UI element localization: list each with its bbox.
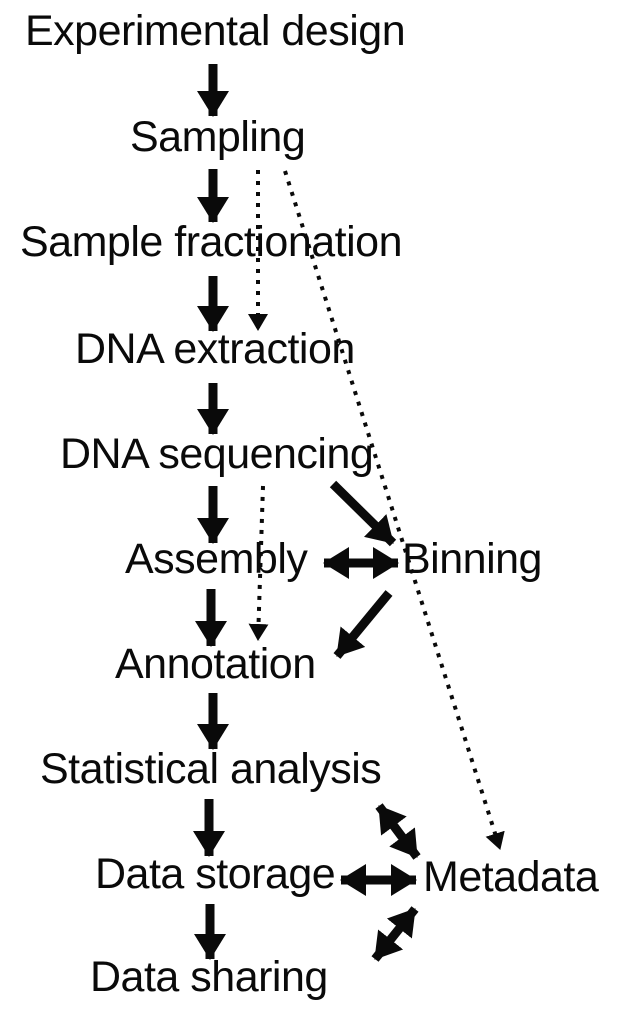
node-dna-extraction: DNA extraction [75, 325, 355, 373]
node-data-storage: Data storage [95, 850, 336, 898]
arrow-binning-to-annotation [333, 590, 393, 659]
arrow-metadata-data-sharing-bidirectional [371, 906, 419, 962]
dotted-arrow-sampling-to-metadata [283, 170, 505, 850]
node-sample-fractionation: Sample fractionation [20, 218, 403, 266]
node-sampling: Sampling [130, 113, 306, 161]
node-experimental-design: Experimental design [25, 7, 406, 55]
node-statistical-analysis: Statistical analysis [40, 745, 382, 793]
node-binning: Binning [402, 535, 542, 583]
node-dna-sequencing: DNA sequencing [60, 430, 374, 478]
node-metadata: Metadata [423, 853, 599, 901]
node-data-sharing: Data sharing [90, 953, 328, 1001]
arrow-dna-sequencing-to-binning [329, 480, 397, 547]
node-annotation: Annotation [115, 640, 316, 688]
node-assembly: Assembly [125, 535, 308, 583]
arrow-statistical-analysis-metadata-bidirectional [375, 803, 421, 860]
dotted-arrow-dna-sequencing-to-annotation [248, 485, 269, 641]
